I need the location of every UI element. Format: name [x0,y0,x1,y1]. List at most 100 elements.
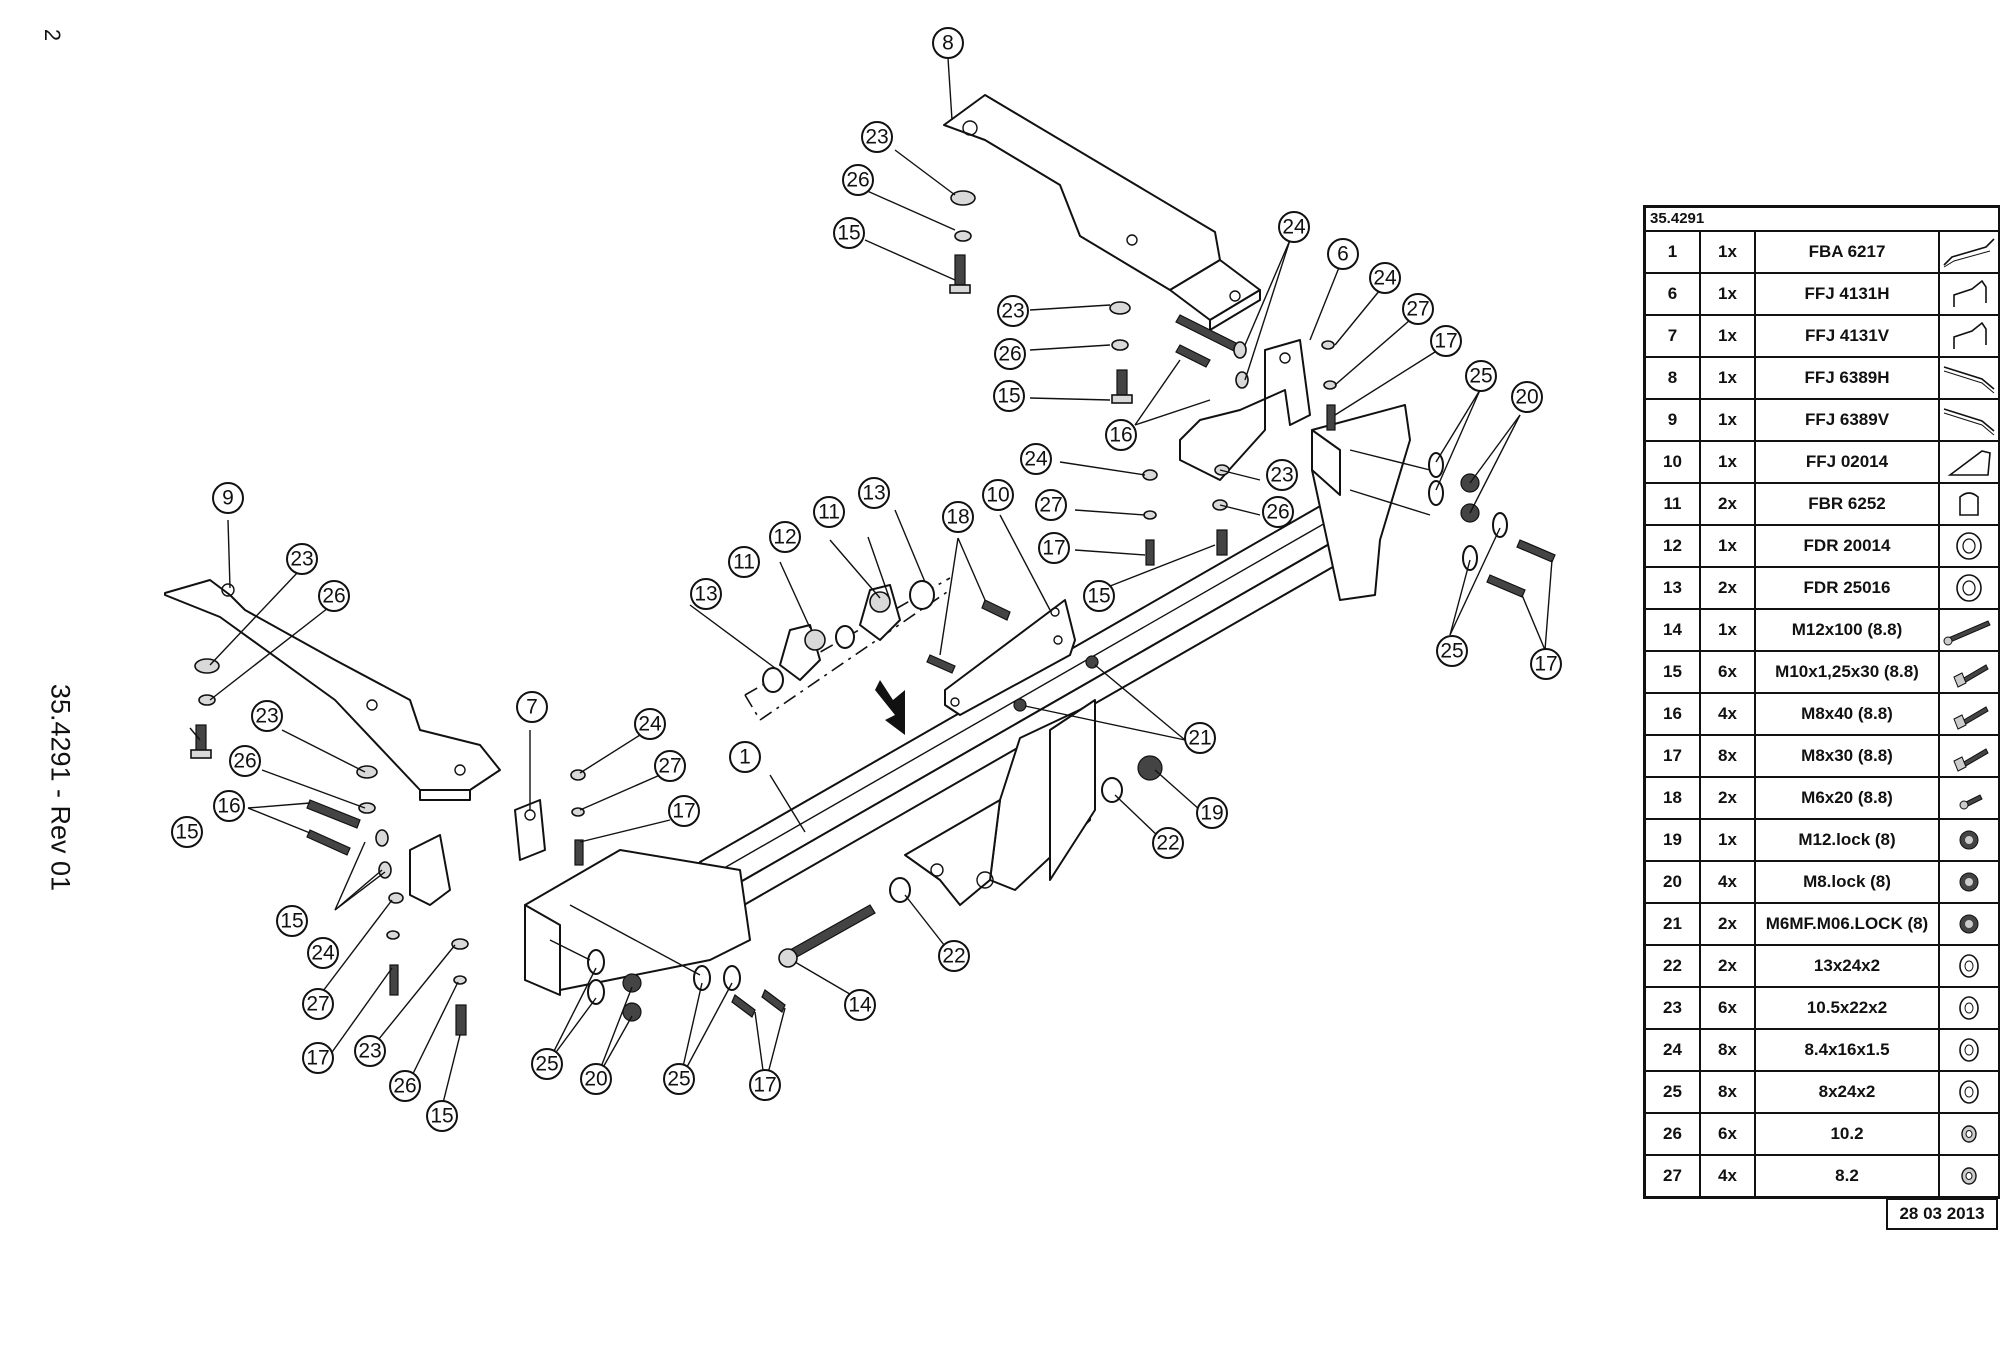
part-position: 20 [1646,862,1701,902]
part-position: 25 [1646,1072,1701,1112]
part-quantity: 1x [1701,610,1756,650]
callout-17: 17 [302,1042,334,1074]
callout-label: 17 [1434,330,1457,353]
callout-label: 15 [997,385,1020,408]
callout-25: 25 [1436,635,1468,667]
callout-label: 7 [526,696,538,719]
part-quantity: 4x [1701,862,1756,902]
bolt-icon [1940,736,1998,776]
callout-27: 27 [1402,293,1434,325]
callout-15: 15 [993,380,1025,412]
callout-label: 15 [280,910,303,933]
callout-9: 9 [212,482,244,514]
callout-label: 1 [739,746,751,769]
lock-nut-icon [1940,862,1998,902]
callout-label: 17 [306,1047,329,1070]
callout-label: 17 [753,1074,776,1097]
callout-20: 20 [580,1063,612,1095]
part-code: FDR 20014 [1756,526,1940,566]
callout-13: 13 [858,477,890,509]
part-code: FDR 25016 [1756,568,1940,608]
socket-plate-icon [1940,442,1998,482]
part-code: M6MF.M06.LOCK (8) [1756,904,1940,944]
part-position: 17 [1646,736,1701,776]
callout-label: 26 [393,1075,416,1098]
part-position: 22 [1646,946,1701,986]
part-quantity: 1x [1701,442,1756,482]
callout-7: 7 [516,691,548,723]
tow-bar-bracket-icon [1940,232,1998,272]
part-code: FFJ 4131V [1756,316,1940,356]
callout-23: 23 [861,121,893,153]
callout-label: 9 [222,487,234,510]
callout-11: 11 [728,546,760,578]
callout-23: 23 [251,700,283,732]
callout-label: 14 [848,994,872,1017]
callout-label: 15 [430,1105,453,1128]
callout-13: 13 [690,578,722,610]
callout-label: 26 [322,585,345,608]
callout-label: 15 [837,222,860,245]
callout-label: 13 [862,482,885,505]
part-quantity: 2x [1701,484,1756,524]
callout-label: 16 [1109,424,1132,447]
callout-26: 26 [994,338,1026,370]
part-position: 13 [1646,568,1701,608]
callout-8: 8 [932,27,964,59]
callout-24: 24 [1369,262,1401,294]
lock-nut-icon [1940,904,1998,944]
part-position: 16 [1646,694,1701,734]
spring-washer-icon [1940,1114,1998,1154]
part-position: 1 [1646,232,1701,272]
callout-label: 25 [1440,640,1463,663]
callout-label: 26 [998,343,1021,366]
callout-15: 15 [426,1100,458,1132]
callout-label: 23 [1001,300,1024,323]
callout-16: 16 [213,790,245,822]
part-code: 10.5x22x2 [1756,988,1940,1028]
callout-17: 17 [668,795,700,827]
part-code: M6x20 (8.8) [1756,778,1940,818]
part-quantity: 6x [1701,988,1756,1028]
callout-label: 24 [311,942,335,965]
callouts: 8 23 26 15 24 6 24 27 17 23 26 15 16 25 … [171,27,1562,1132]
washer-icon [1940,1072,1998,1112]
hardware [190,190,1556,1036]
part-quantity: 2x [1701,778,1756,818]
callout-label: 19 [1200,802,1223,825]
callout-18: 18 [942,501,974,533]
part-position: 27 [1646,1156,1701,1196]
callout-label: 23 [865,126,888,149]
callout-label: 25 [667,1068,690,1091]
part-code: 8.4x16x1.5 [1756,1030,1940,1070]
callout-24: 24 [634,708,666,740]
part-position: 15 [1646,652,1701,692]
part-quantity: 6x [1701,1114,1756,1154]
long-bolt-icon [1940,610,1998,650]
long-bracket-icon [1940,400,1998,440]
side-bracket-part-7 [409,799,546,906]
callout-label: 22 [942,945,965,968]
part-code: M10x1,25x30 (8.8) [1756,652,1940,692]
callout-26: 26 [229,745,261,777]
callout-label: 23 [255,705,278,728]
callout-label: 24 [1373,267,1397,290]
bolt-icon [1940,652,1998,692]
part-position: 7 [1646,316,1701,356]
callout-label: 24 [1282,216,1306,239]
callout-17: 17 [1530,648,1562,680]
part-code: FFJ 6389H [1756,358,1940,398]
callout-14: 14 [844,989,876,1021]
leader-lines [189,57,1553,1116]
part-position: 18 [1646,778,1701,818]
callout-label: 15 [1087,585,1110,608]
callout-15: 15 [1083,580,1115,612]
